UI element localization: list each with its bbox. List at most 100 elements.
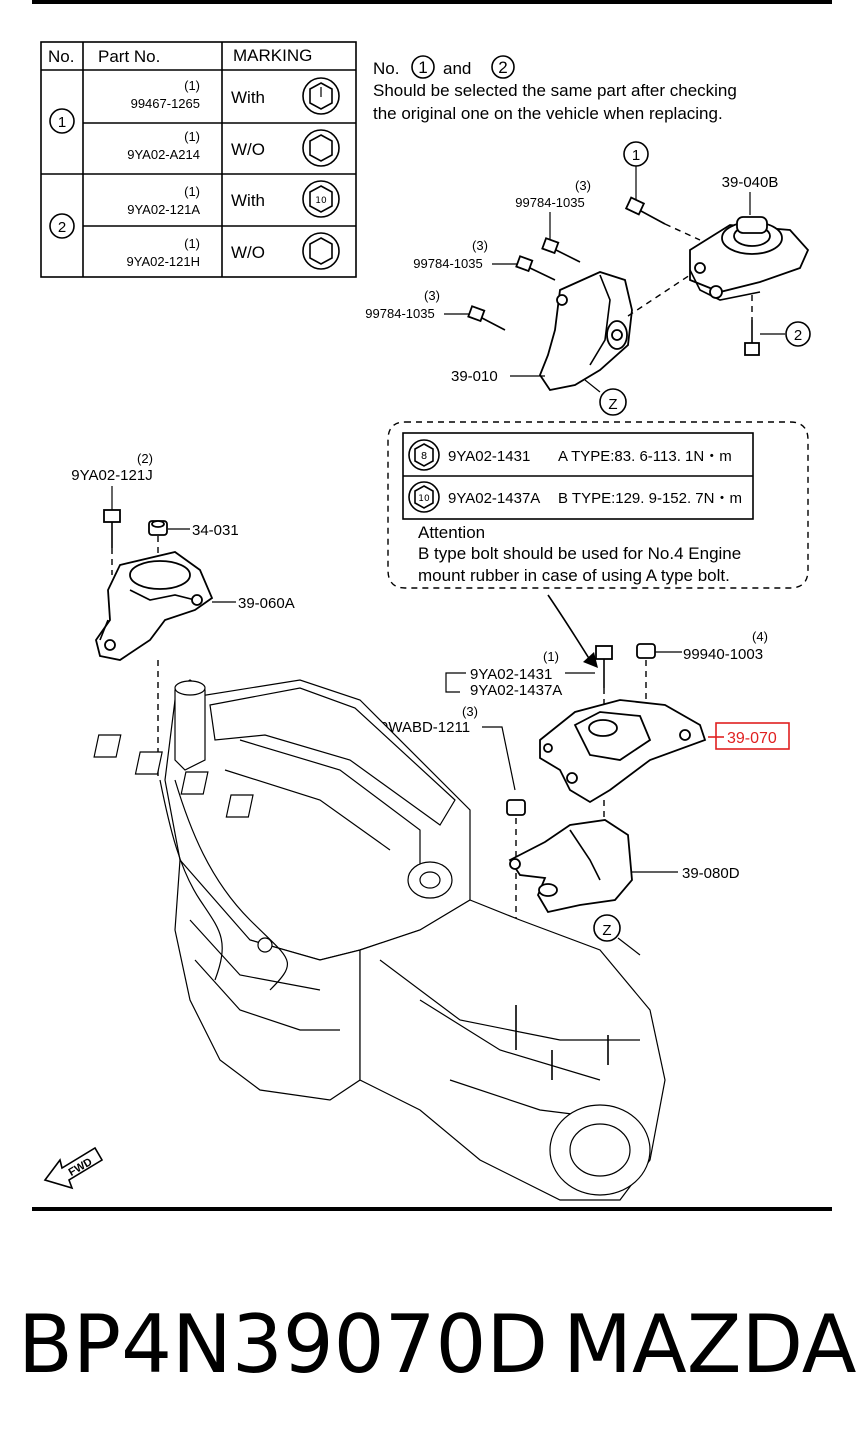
left-mount-assembly: (2) 9YA02-121J 34-031 39-060A <box>71 451 295 780</box>
table-group-2-label: 2 <box>58 219 66 236</box>
qty-1431: (1) <box>543 649 559 664</box>
table-row3-qty: (1) <box>184 184 200 199</box>
note-prefix: No. <box>373 59 399 78</box>
label-121j: 9YA02-121J <box>71 467 152 484</box>
note-line-3: the original one on the vehicle when rep… <box>373 104 723 123</box>
callout-z-top-circle <box>599 388 627 416</box>
label-1431: 9YA02-1431 <box>470 666 552 683</box>
mount-39-070 <box>539 699 707 804</box>
table-group-2-circle <box>49 213 75 239</box>
table-row4-qty: (1) <box>184 236 200 251</box>
callout-z-bottom-circle <box>593 914 621 942</box>
fwd-arrow-icon: FWD <box>43 1146 104 1190</box>
top-rule <box>32 0 832 4</box>
label-39-070: 39-070 <box>727 730 777 747</box>
table-header-part-no: Part No. <box>98 47 160 66</box>
bolt-b <box>515 255 556 281</box>
attention-title: Attention <box>418 523 485 542</box>
note-line-2: Should be selected the same part after c… <box>373 81 737 100</box>
table-row3-part: 9YA02-121A <box>127 202 200 217</box>
svg-text:8: 8 <box>421 451 427 462</box>
label-34-031: 34-031 <box>192 522 239 539</box>
callout-2-circle <box>785 321 811 347</box>
qty-wabd: (3) <box>462 704 478 719</box>
nut-9wabd <box>506 799 526 816</box>
lower-right-mount-assembly: (1) 9YA02-1431 9YA02-1437A (4) 99940-100… <box>380 629 790 1000</box>
zbox-row1-part: 9YA02-1431 <box>448 448 530 465</box>
svg-text:FWD: FWD <box>67 1156 95 1179</box>
table-row2-marking: W/O <box>231 140 265 159</box>
marking-table: No. Part No. MARKING 1 2 (1) 99467-1265 … <box>40 41 357 278</box>
bolt-1 <box>624 196 666 225</box>
highlight-39-070 <box>715 722 790 750</box>
zbox-row1-spec: A TYPE:83. 6-113. 1N・m <box>558 448 732 465</box>
label-bolt-a: 99784-1035 <box>515 195 584 210</box>
svg-text:1: 1 <box>418 58 427 77</box>
engine-transmission <box>93 679 666 1201</box>
zbox-row2-spec: B TYPE:129. 9-152. 7N・m <box>558 490 742 507</box>
upper-mount-assembly: 1 39-040B (3) 99784-1035 (3) 99784-103 <box>365 141 811 416</box>
table-row2-qty: (1) <box>184 129 200 144</box>
label-39-040b: 39-040B <box>722 174 779 191</box>
table-group-1-label: 1 <box>58 114 66 131</box>
qty-bolt-b: (3) <box>472 238 488 253</box>
bolt-head-plain-icon <box>302 232 340 270</box>
table-header-no: No. <box>48 47 74 66</box>
svg-text:10: 10 <box>418 494 430 504</box>
label-1437a: 9YA02-1437A <box>470 682 562 699</box>
z-detail-box: 8 9YA02-1431 A TYPE:83. 6-113. 1N・m 10 9… <box>387 421 809 589</box>
mount-39-060a <box>95 551 214 661</box>
bolt-head-marked-icon <box>302 77 340 115</box>
bolt-head-plain-icon <box>302 129 340 167</box>
bolt-2 <box>744 320 760 356</box>
label-bolt-b: 99784-1035 <box>413 256 482 271</box>
table-row1-marking: With <box>231 88 265 107</box>
bolt-head-10-icon: 10 <box>302 180 340 218</box>
selection-note: No. 1 and 2 Should be selected the same … <box>373 55 737 123</box>
bracket-39-080d <box>508 819 633 914</box>
note-circle-2 <box>491 55 515 79</box>
attention-line-2: mount rubber in case of using A type bol… <box>418 566 730 585</box>
note-and: and <box>443 59 471 78</box>
qty-bolt-c: (3) <box>424 288 440 303</box>
qty-121j: (2) <box>137 451 153 466</box>
table-row1-qty: (1) <box>184 78 200 93</box>
table-row3-marking: With <box>231 191 265 210</box>
label-39-010: 39-010 <box>451 368 498 385</box>
nut-34-031 <box>148 520 168 536</box>
bolt-mark-10-icon: 10 <box>408 481 440 513</box>
qty-99940: (4) <box>752 629 768 644</box>
bolt-121j <box>103 509 121 548</box>
label-bolt-c: 99784-1035 <box>365 306 434 321</box>
table-row4-marking: W/O <box>231 243 265 262</box>
footer-part-number: BP4N39070D <box>18 1298 548 1391</box>
zbox-row2-part: 9YA02-1437A <box>448 490 540 507</box>
mount-39-040b <box>689 216 810 301</box>
svg-text:Z: Z <box>608 396 617 413</box>
bolt-c <box>467 305 506 331</box>
table-row1-part: 99467-1265 <box>131 96 200 111</box>
table-group-1-circle <box>49 108 75 134</box>
svg-text:2: 2 <box>498 58 507 77</box>
footer-brand: MAZDA <box>563 1298 857 1391</box>
qty-bolt-a: (3) <box>575 178 591 193</box>
label-39-060a: 39-060A <box>238 595 295 612</box>
note-circle-1 <box>411 55 435 79</box>
svg-text:1: 1 <box>632 147 640 164</box>
label-wabd: 9WABD-1211 <box>380 719 470 736</box>
label-39-080d: 39-080D <box>682 865 740 882</box>
nut-99940 <box>636 643 656 659</box>
svg-text:Z: Z <box>602 922 611 939</box>
table-row4-part: 9YA02-121H <box>127 254 200 269</box>
bracket-39-010 <box>538 271 633 392</box>
label-99940: 99940-1003 <box>683 646 763 663</box>
table-row2-part: 9YA02-A214 <box>127 147 200 162</box>
bolt-mark-8-icon: 8 <box>408 439 440 471</box>
attention-line-1: B type bolt should be used for No.4 Engi… <box>418 544 741 563</box>
bolt-a <box>541 237 581 263</box>
bolt-1431 <box>595 645 613 688</box>
svg-text:2: 2 <box>794 327 802 344</box>
table-header-marking: MARKING <box>233 46 312 65</box>
bottom-rule <box>32 1207 832 1211</box>
